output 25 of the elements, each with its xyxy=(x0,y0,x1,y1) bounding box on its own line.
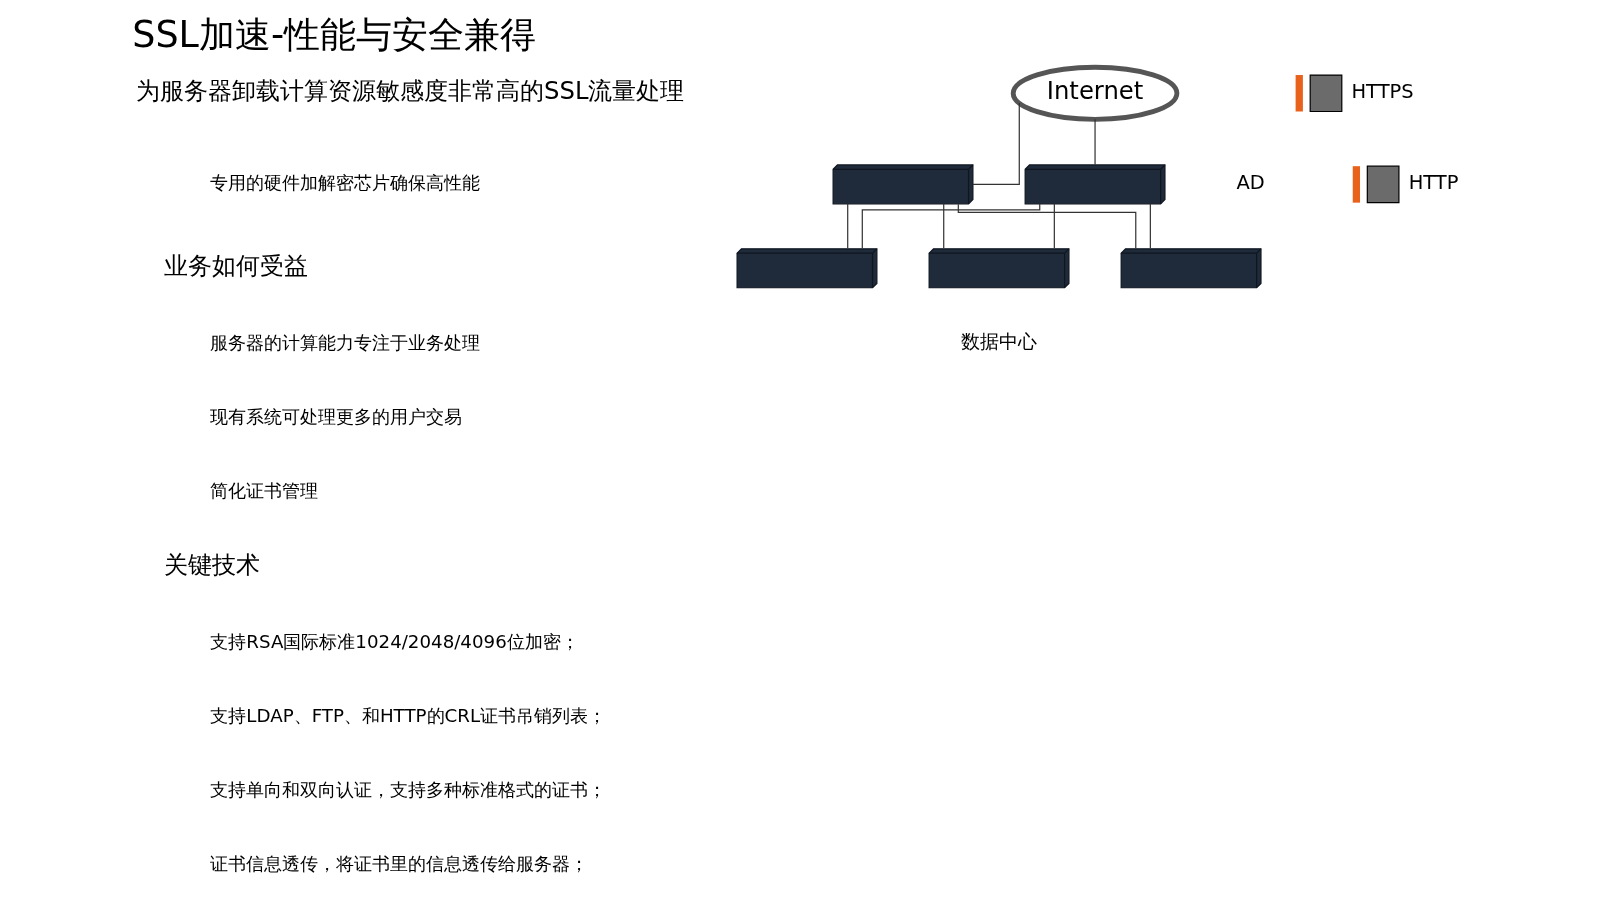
label: 简化证书管理 xyxy=(210,479,319,501)
label: 支持LDAP、FTP、和HTTP的CRL证书吊销列表； xyxy=(210,704,607,726)
label: 支持RSA国际标准1024/2048/4096位加密； xyxy=(210,630,579,652)
label: 现有系统可处理更多的用户交易 xyxy=(210,405,463,427)
label: 业务如何受益 xyxy=(164,251,309,281)
legend-label: HTTPS xyxy=(1351,79,1414,103)
connector xyxy=(861,203,1041,250)
label: 关键技术 xyxy=(164,550,261,580)
connector xyxy=(847,203,849,249)
label: 服务器的计算能力专注于业务处理 xyxy=(210,331,481,353)
connector xyxy=(1149,203,1151,249)
connector xyxy=(957,203,1137,250)
label: 为服务器卸载计算资源敏感度非常高的SSL流量处理 xyxy=(136,76,685,106)
node-ellipse: Internet xyxy=(1010,64,1180,122)
label: 证书信息透传，将证书里的信息透传给服务器； xyxy=(210,852,589,874)
connector xyxy=(1053,203,1055,249)
node-label: 数据中心 xyxy=(961,330,1038,354)
legend-label: HTTP xyxy=(1408,171,1459,195)
connector xyxy=(943,203,945,249)
node-label: AD xyxy=(1236,171,1265,195)
label: 支持单向和双向认证，支持多种标准格式的证书； xyxy=(210,778,607,800)
connector xyxy=(1094,118,1096,166)
label: 专用的硬件加解密芯片确保高性能 xyxy=(210,172,481,194)
connector xyxy=(972,102,1020,186)
diagram-title: SSL加速-性能与安全兼得 xyxy=(132,13,537,57)
